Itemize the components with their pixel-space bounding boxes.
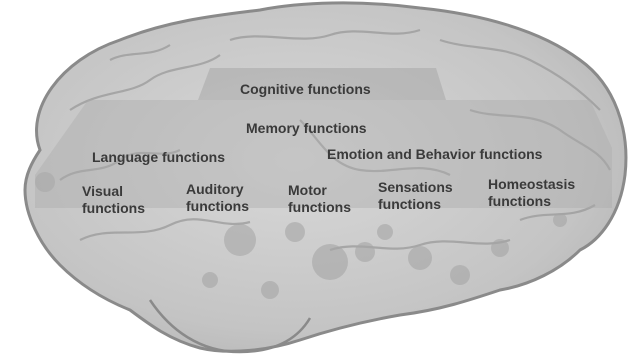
visual-functions-line1: Visual: [82, 183, 145, 200]
language-functions-label: Language functions: [92, 149, 225, 166]
sensations-functions-line2: functions: [378, 196, 453, 213]
auditory-functions-line2: functions: [186, 198, 249, 215]
homeostasis-functions-label: Homeostasis functions: [488, 176, 575, 210]
sensations-functions-label: Sensations functions: [378, 179, 453, 213]
visual-functions-line2: functions: [82, 200, 145, 217]
auditory-functions-line1: Auditory: [186, 181, 249, 198]
sensations-functions-line1: Sensations: [378, 179, 453, 196]
motor-functions-label: Motor functions: [288, 182, 351, 216]
visual-functions-label: Visual functions: [82, 183, 145, 217]
homeostasis-functions-line2: functions: [488, 193, 575, 210]
motor-functions-line1: Motor: [288, 182, 351, 199]
auditory-functions-label: Auditory functions: [186, 181, 249, 215]
cognitive-functions-label: Cognitive functions: [240, 81, 371, 98]
homeostasis-functions-line1: Homeostasis: [488, 176, 575, 193]
emotion-behavior-functions-label: Emotion and Behavior functions: [327, 146, 542, 163]
motor-functions-line2: functions: [288, 199, 351, 216]
memory-functions-label: Memory functions: [246, 120, 367, 137]
